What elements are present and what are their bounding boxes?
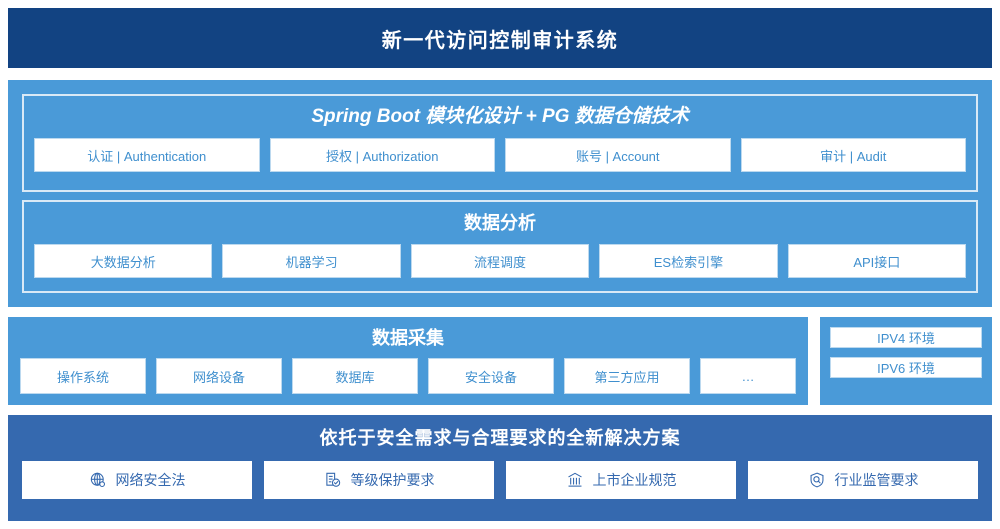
card-security-device[interactable]: 安全设备: [428, 358, 554, 394]
card-big-data-analysis[interactable]: 大数据分析: [34, 244, 213, 278]
card-label: 操作系统: [56, 369, 109, 385]
card-label: 机器学习: [285, 254, 338, 270]
card-label: 安全设备: [464, 369, 517, 385]
ip-environment-panel: IPV4 环境 IPV6 环境: [820, 317, 992, 405]
card-label: IPV6 环境: [877, 361, 935, 376]
springboot-group-title: Spring Boot 模块化设计 + PG 数据仓储技术: [311, 106, 689, 127]
card-process-scheduling[interactable]: 流程调度: [410, 244, 590, 278]
card-more[interactable]: …: [700, 358, 796, 394]
data-collection-title: 数据采集: [372, 328, 444, 348]
card-ipv4-environment[interactable]: IPV4 环境: [830, 327, 982, 348]
card-api-interface[interactable]: API接口: [787, 244, 967, 278]
card-label: 第三方应用: [594, 369, 660, 385]
card-industry-regulation[interactable]: 行业监管要求: [748, 461, 978, 499]
card-label: …: [741, 368, 755, 384]
card-listed-company-standard[interactable]: 上市企业规范: [506, 461, 736, 499]
data-analysis-card-row: 大数据分析 机器学习 流程调度 ES检索引擎 API接口: [34, 244, 967, 278]
data-collection-card-row: 操作系统 网络设备 数据库 安全设备 第三方应用 …: [20, 358, 796, 394]
card-label: 审计 | Audit: [820, 148, 887, 164]
card-database[interactable]: 数据库: [292, 358, 418, 394]
card-account[interactable]: 账号 | Account: [505, 138, 731, 172]
card-machine-learning[interactable]: 机器学习: [222, 244, 401, 278]
springboot-group: Spring Boot 模块化设计 + PG 数据仓储技术 认证 | Authe…: [22, 94, 978, 192]
card-operating-system[interactable]: 操作系统: [20, 358, 146, 394]
solution-panel: 依托于安全需求与合理要求的全新解决方案 网络安全法: [8, 415, 992, 521]
shield-search-icon: [808, 471, 826, 489]
data-analysis-group: 数据分析 大数据分析 机器学习 流程调度 ES检索引擎 API接口: [22, 200, 978, 293]
page-title: 新一代访问控制审计系统: [381, 29, 619, 52]
card-label: 授权 | Authorization: [326, 148, 439, 164]
card-cybersecurity-law[interactable]: 网络安全法: [22, 461, 252, 499]
card-es-search-engine[interactable]: ES检索引擎: [599, 244, 778, 278]
card-label: IPV4 环境: [877, 331, 935, 346]
springboot-card-row: 认证 | Authentication 授权 | Authorization 账…: [34, 138, 966, 172]
card-label: 行业监管要求: [834, 472, 919, 488]
card-ipv6-environment[interactable]: IPV6 环境: [830, 357, 982, 378]
card-network-device[interactable]: 网络设备: [156, 358, 282, 394]
card-label: API接口: [853, 254, 901, 270]
platform-panel: Spring Boot 模块化设计 + PG 数据仓储技术 认证 | Authe…: [8, 80, 992, 307]
card-classified-protection[interactable]: 等级保护要求: [264, 461, 494, 499]
ip-environment-card-stack: IPV4 环境 IPV6 环境: [830, 327, 982, 378]
card-label: ES检索引擎: [653, 254, 724, 270]
data-collection-panel: 数据采集 操作系统 网络设备 数据库 安全设备 第三方应用 …: [8, 317, 808, 405]
globe-icon: [89, 471, 107, 489]
document-check-icon: [324, 471, 342, 489]
card-label: 数据库: [335, 369, 375, 385]
solution-title: 依托于安全需求与合理要求的全新解决方案: [319, 428, 681, 448]
card-label: 等级保护要求: [350, 472, 435, 488]
card-label: 账号 | Account: [575, 148, 660, 164]
card-label: 网络设备: [192, 369, 245, 385]
card-authorization[interactable]: 授权 | Authorization: [269, 138, 495, 172]
page-header: 新一代访问控制审计系统: [8, 8, 992, 68]
card-third-party-app[interactable]: 第三方应用: [564, 358, 690, 394]
card-audit[interactable]: 审计 | Audit: [740, 138, 966, 172]
card-label: 网络安全法: [115, 472, 186, 488]
card-label: 大数据分析: [90, 254, 156, 270]
solution-card-row: 网络安全法 等级保护要求: [22, 461, 978, 499]
bank-icon: [566, 471, 584, 489]
card-label: 认证 | Authentication: [87, 148, 207, 164]
card-authentication[interactable]: 认证 | Authentication: [34, 138, 260, 172]
card-label: 上市企业规范: [592, 472, 677, 488]
card-label: 流程调度: [474, 254, 527, 270]
data-analysis-group-title: 数据分析: [464, 213, 536, 233]
